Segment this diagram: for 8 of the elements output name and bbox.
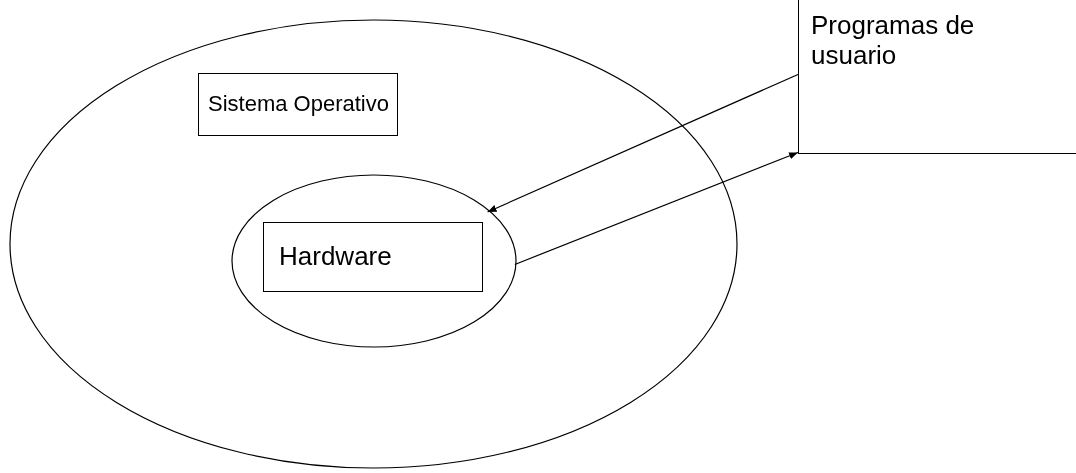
box-label: Hardware bbox=[279, 241, 392, 271]
text-box bbox=[798, 0, 1076, 154]
arrow bbox=[487, 73, 799, 213]
text-box bbox=[263, 222, 483, 292]
text-box bbox=[198, 73, 398, 136]
box-label: Programas de usuario bbox=[811, 10, 976, 70]
arrow bbox=[514, 151, 799, 266]
box-label: Sistema Operativo bbox=[208, 90, 389, 118]
